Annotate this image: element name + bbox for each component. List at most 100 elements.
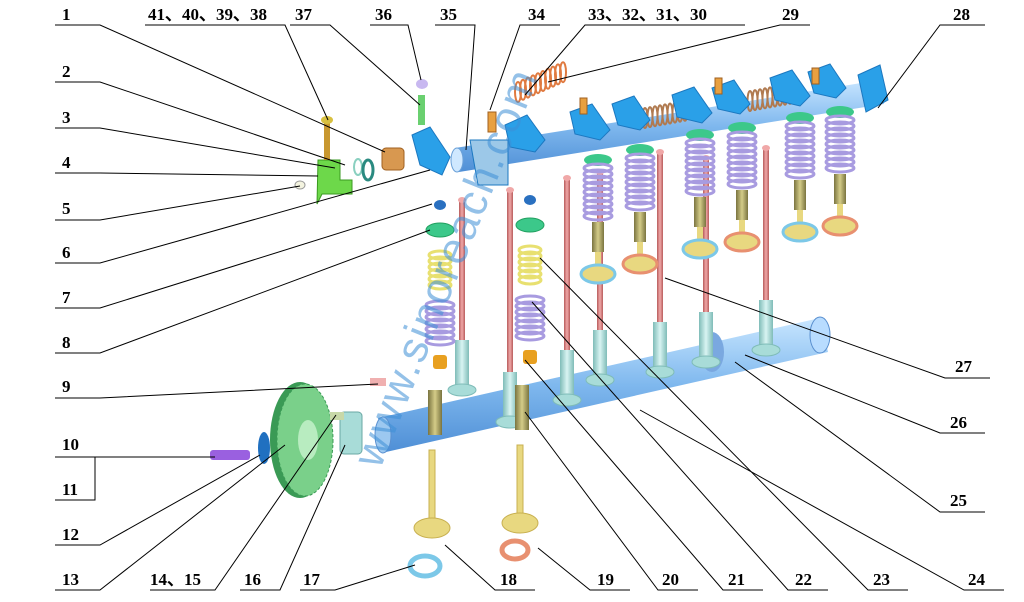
label-20: 20 [662,570,679,589]
label-14-15: 14、15 [150,570,201,589]
spring-coil [427,261,453,273]
valve-seat-ring-19 [499,538,531,562]
spring-coil [784,138,816,150]
tappet-foot [552,393,582,407]
spring-retainer [728,122,756,134]
leader-line [145,24,329,121]
bushing-1 [381,147,405,171]
adjusting-screw [811,67,820,85]
label-27: 27 [955,357,973,376]
pushrod [459,200,465,340]
tappet [759,300,773,350]
label-5: 5 [62,199,71,218]
spring-coil [582,162,614,174]
spring-coil [726,136,758,148]
pushrod-end [563,175,571,181]
label-6: 6 [62,243,71,262]
valve-stem [739,220,745,238]
spring-coil [684,149,716,161]
leader-line [539,257,908,591]
label-37: 37 [295,5,313,24]
spring-coil [824,144,856,156]
leader-line [444,544,535,591]
spring-coil [424,329,456,341]
valve-stem [516,444,524,516]
spring-coil [684,137,716,149]
spring-coil [427,267,453,279]
spring-coil [514,312,546,324]
label-28: 28 [953,5,970,24]
inner-valve-spring [427,249,453,291]
spring-coil [784,150,816,162]
leader-line [290,24,421,106]
leader-line [55,444,286,591]
tappet [560,350,574,400]
tappet [455,340,469,390]
leader-line [435,24,476,151]
valve-upper-assemblies [579,106,859,285]
tappet [699,312,713,362]
outer-valve-spring [684,137,716,197]
label-22: 22 [795,570,812,589]
valve-head [621,253,659,275]
label-3: 3 [62,108,71,127]
pushrod-end [506,187,514,193]
spring-coil [582,186,614,198]
spring-coil [784,132,816,144]
spring-coil [424,311,456,323]
spring-coil [517,274,543,286]
valve-head [821,215,859,237]
label-1: 1 [62,5,71,24]
spring-coil [684,173,716,185]
cap-36 [416,79,428,89]
adjust-screw-38 [324,118,330,160]
valve-head [579,263,617,285]
leader-line [531,301,828,591]
spring-coil [726,178,758,190]
spring-coil [824,132,856,144]
label-18: 18 [500,570,517,589]
spring-coil [424,323,456,335]
washer-2 [361,158,375,182]
spring-coil [424,305,456,317]
spring-retainer [786,112,814,124]
leader-line [55,203,433,309]
nut-38 [321,116,333,124]
rocker-arm [671,86,713,124]
leader-line [55,169,431,264]
spring-coil [824,138,856,150]
spring-coil [559,61,567,84]
spring-coil [684,143,716,155]
leader-line [370,24,422,81]
label-2: 2 [62,62,71,81]
spring-coil [624,182,656,194]
camshaft-gear-13 [270,382,334,498]
label-10: 10 [62,435,79,454]
pushrod [763,148,769,300]
spring-coil [582,168,614,180]
label-16: 16 [244,570,261,589]
valve-guide [834,174,846,204]
spring-coil [624,158,656,170]
pushrod [703,158,709,312]
spring-coil [684,185,716,197]
spring-retainer [515,217,545,233]
valve-stem [797,210,803,228]
leader-line [55,172,319,177]
leader-line [55,81,346,166]
spring-coil [726,172,758,184]
valve-stem [428,449,436,521]
spring-retainer [686,129,714,141]
tappet [653,322,667,372]
valve-guide [794,180,806,210]
label-34: 34 [528,5,546,24]
label-36: 36 [375,5,392,24]
valve-stem [637,242,643,260]
valve-stem [837,204,843,222]
pushrod [564,178,570,350]
label-17: 17 [303,570,321,589]
leader-lines [55,24,1004,591]
adjusting-screw [579,97,588,115]
